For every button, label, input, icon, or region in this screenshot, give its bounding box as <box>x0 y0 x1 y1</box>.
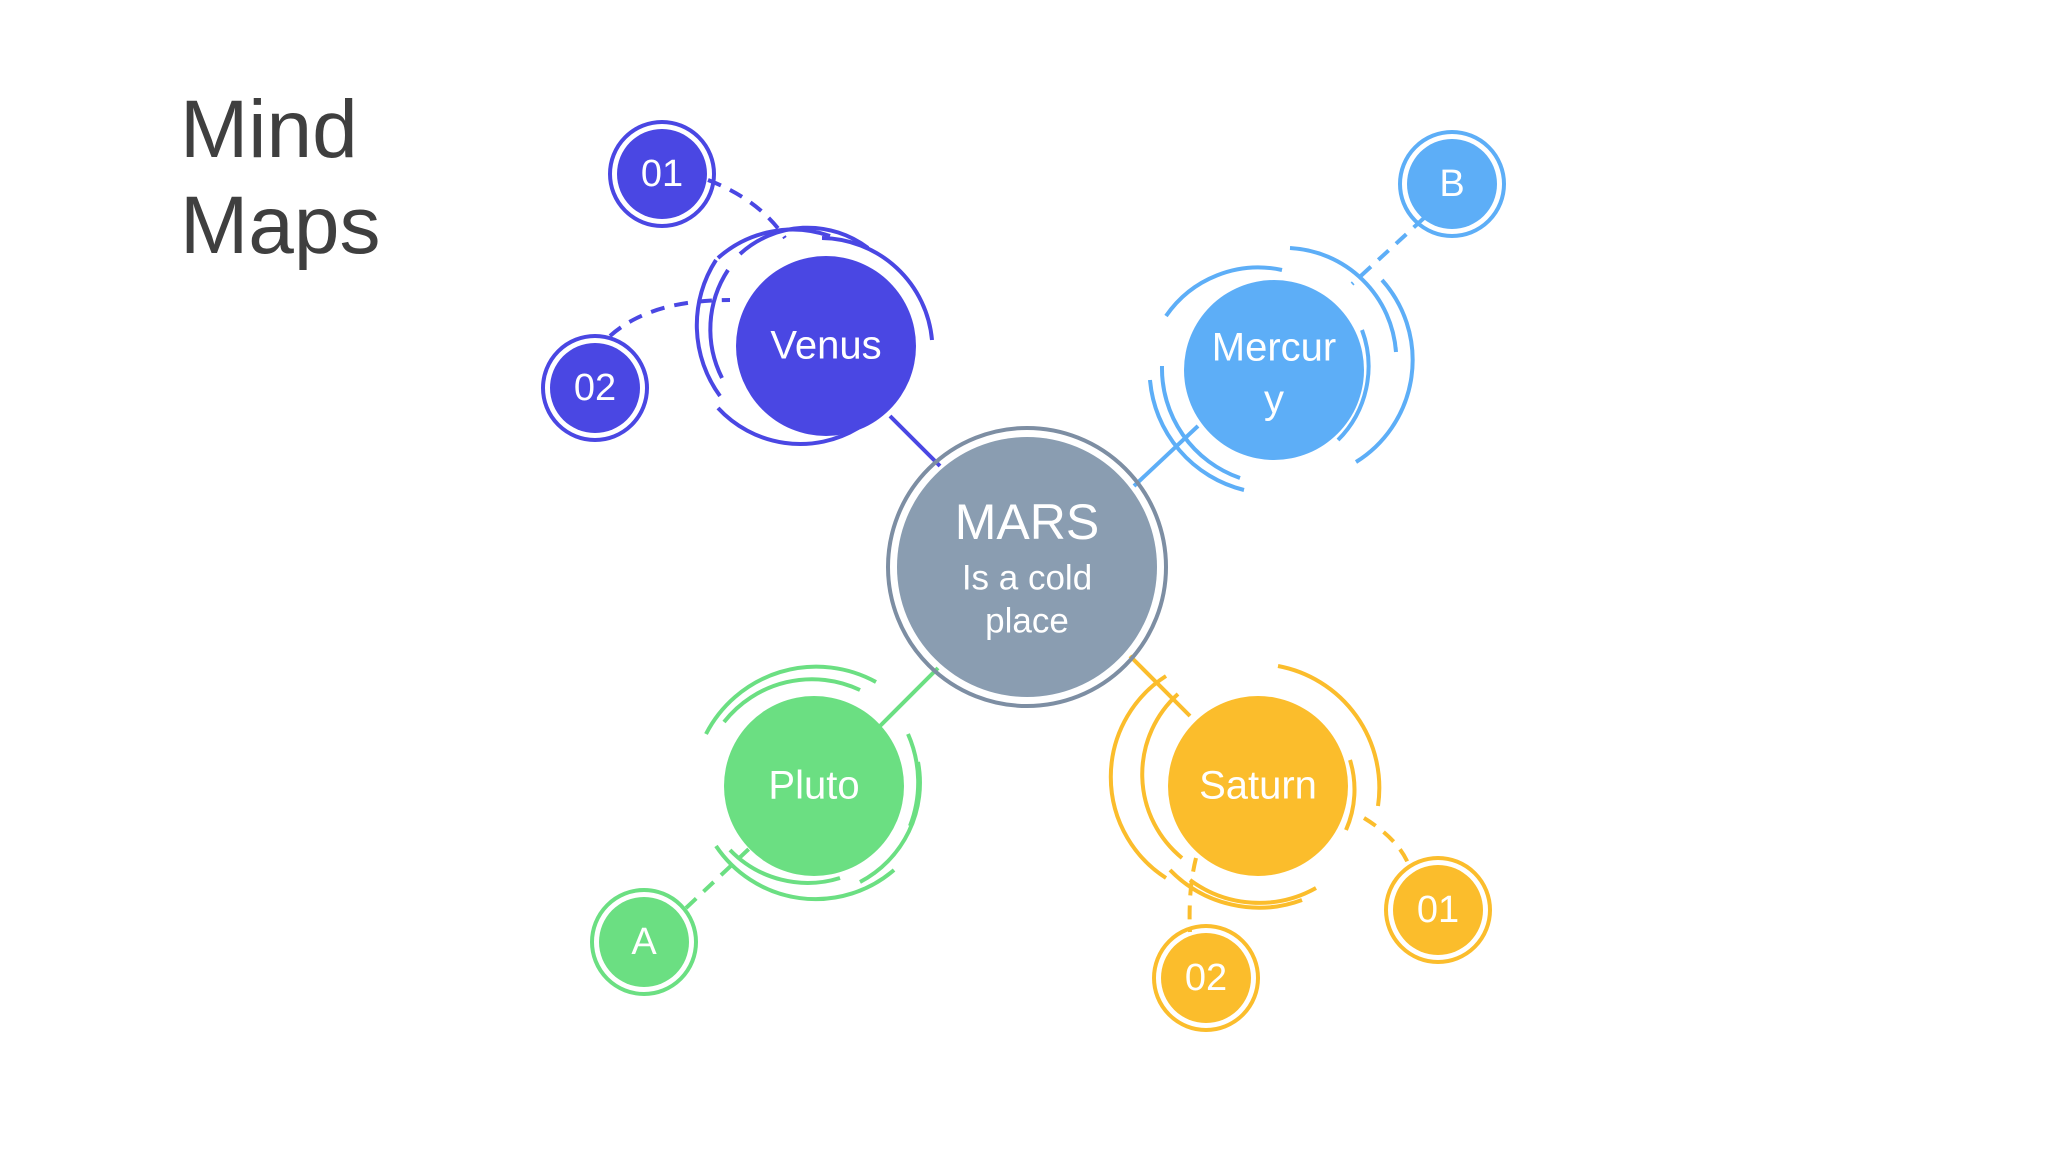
mars-subtitle-line-1: Is a cold <box>962 558 1092 597</box>
badge-saturn-01-label: 01 <box>1417 889 1459 931</box>
mars-subtitle-line-2: place <box>985 601 1069 640</box>
mars-title: MARS <box>955 494 1099 550</box>
node-pluto: Pluto <box>704 664 922 902</box>
node-saturn: Saturn <box>1108 664 1382 910</box>
node-venus: Venus <box>694 225 934 447</box>
mars-circle <box>897 437 1157 697</box>
venus-circle <box>736 256 916 436</box>
connector-center-venus <box>888 414 942 468</box>
badge-pluto-a: A <box>590 888 698 996</box>
badge-saturn-02: 02 <box>1152 924 1260 1032</box>
connectors <box>608 178 1426 933</box>
pluto-circle <box>724 696 904 876</box>
connector-center-mercury <box>1132 424 1200 488</box>
node-mercury: Mercur y <box>1148 246 1415 492</box>
badge-mercury-b-label: B <box>1439 163 1464 205</box>
slide-title: Mind Maps <box>180 82 381 274</box>
venus-orbit-arcs <box>694 225 934 447</box>
connector-center-pluto <box>874 666 940 732</box>
dashed-connector-pluto-a <box>684 844 754 910</box>
badge-venus-01-label: 01 <box>641 153 683 195</box>
dashed-connector-saturn-01 <box>1362 816 1412 869</box>
mercury-circle <box>1184 280 1364 460</box>
venus-label: Venus <box>770 324 881 368</box>
mars-outer-ring <box>886 426 1168 708</box>
slide-title-line-1: Mind <box>180 84 358 175</box>
badge-saturn-02-label: 02 <box>1185 957 1227 999</box>
pluto-orbit-arcs <box>704 664 922 902</box>
mercury-label-line-1: Mercur <box>1212 326 1336 370</box>
badge-saturn-01: 01 <box>1384 856 1492 964</box>
badge-venus-01: 01 <box>608 120 716 228</box>
badge-venus-02: 02 <box>541 334 649 442</box>
saturn-label: Saturn <box>1199 764 1317 808</box>
pluto-label: Pluto <box>768 764 859 808</box>
node-mars-center: MARS Is a cold place <box>886 426 1168 708</box>
badge-mercury-b: B <box>1398 130 1506 238</box>
connector-center-saturn <box>1128 654 1192 718</box>
mercury-label-line-2: y <box>1264 378 1284 422</box>
badge-pluto-a-label: A <box>631 921 657 963</box>
saturn-circle <box>1168 696 1348 876</box>
dashed-connector-mercury-b <box>1350 216 1426 286</box>
saturn-orbit-arcs <box>1108 664 1382 910</box>
slide-title-line-2: Maps <box>180 180 381 271</box>
badge-venus-02-label: 02 <box>574 367 616 409</box>
dashed-connector-saturn-02 <box>1187 857 1198 933</box>
mercury-orbit-arcs <box>1148 246 1415 492</box>
dashed-connector-venus-02 <box>608 298 731 338</box>
dashed-connector-venus-01 <box>707 178 787 240</box>
